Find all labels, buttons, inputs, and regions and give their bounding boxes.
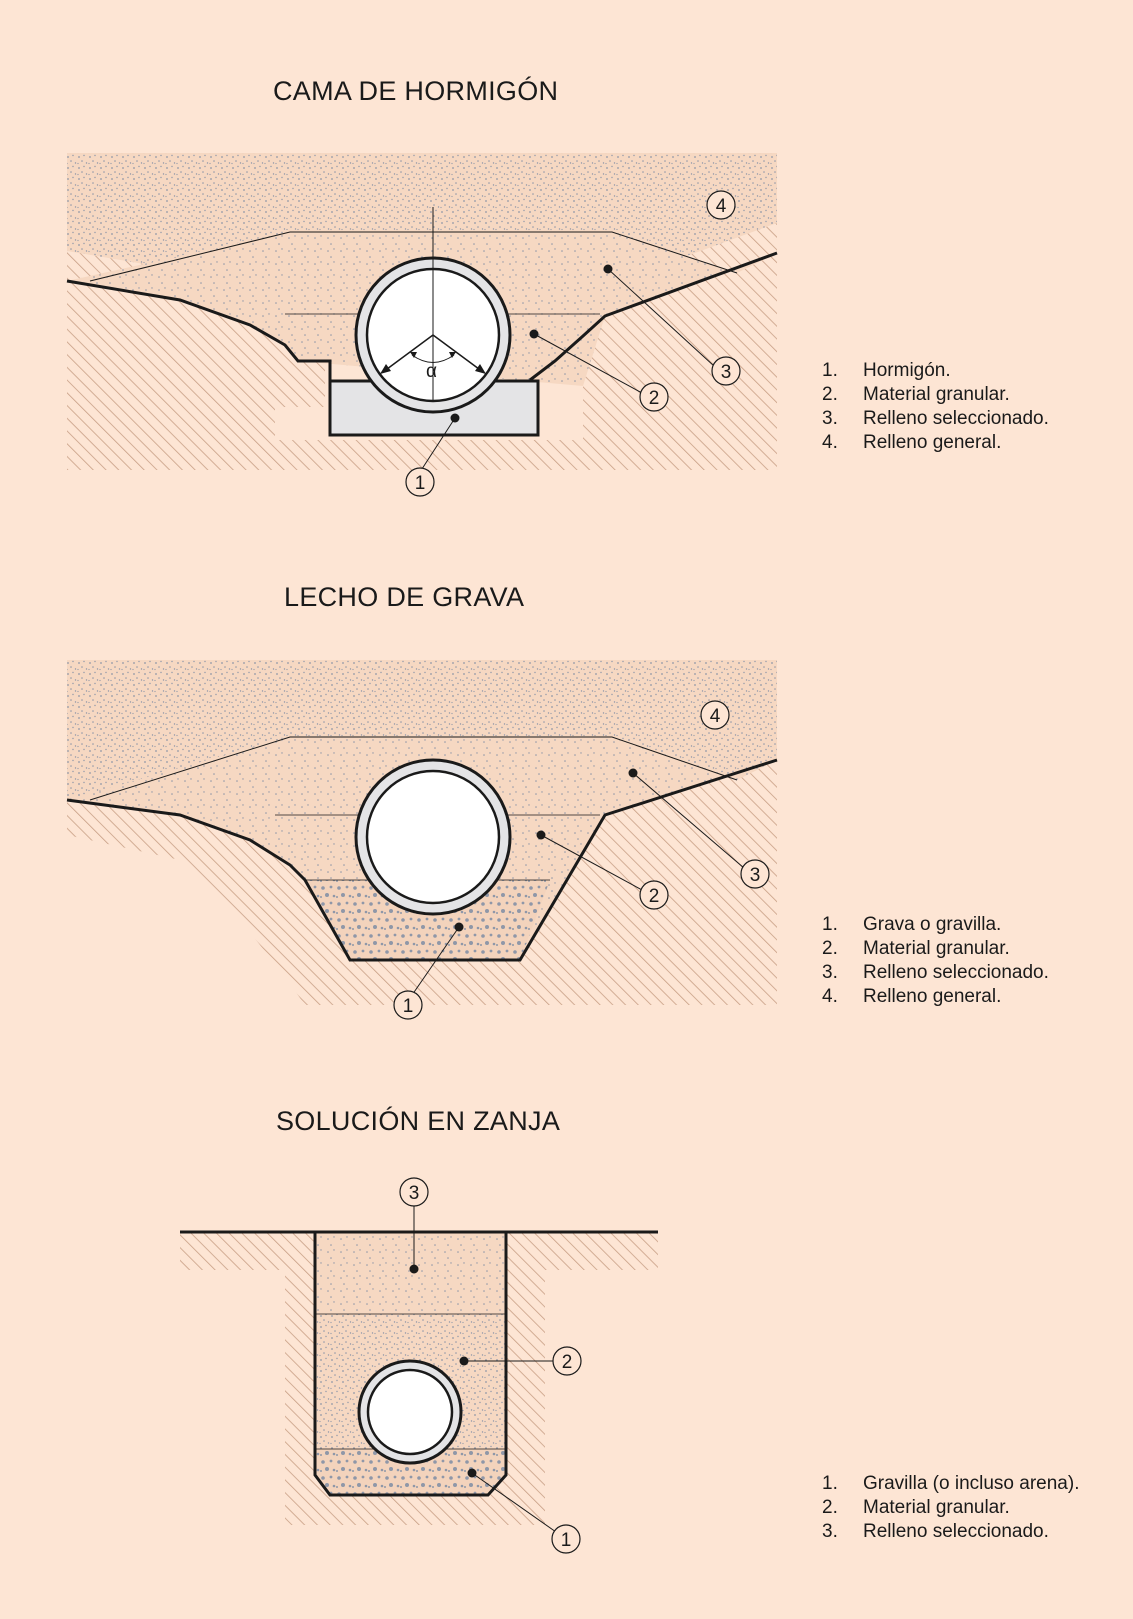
soil-hatch bbox=[180, 1232, 658, 1525]
legend-item: 4.Relleno general. bbox=[822, 986, 1002, 1007]
legend-item: 1.Hormigón. bbox=[822, 360, 951, 381]
legend-item: 2.Material granular. bbox=[822, 1497, 1010, 1518]
callout-1: 1 bbox=[403, 996, 414, 1017]
selected-fill-layer bbox=[315, 1232, 506, 1314]
legend-item: 4.Relleno general. bbox=[822, 432, 1002, 453]
legend-item: 1.Grava o gravilla. bbox=[822, 914, 1002, 935]
callout-1: 1 bbox=[561, 1530, 572, 1551]
legend-gravel-bed: 1.Grava o gravilla. 2.Material granular.… bbox=[822, 913, 1049, 1009]
callout-3: 3 bbox=[721, 362, 732, 383]
callout-2: 2 bbox=[562, 1352, 573, 1373]
gravel-bed bbox=[315, 1449, 506, 1495]
legend-item: 3.Relleno seleccionado. bbox=[822, 408, 1049, 429]
angle-alpha-label: α bbox=[426, 361, 437, 382]
legend-item: 2.Material granular. bbox=[822, 384, 1010, 405]
section-title-concrete-bed: CAMA DE HORMIGÓN bbox=[273, 76, 559, 106]
trench-outline bbox=[66, 251, 778, 382]
callout-2: 2 bbox=[649, 886, 660, 907]
trench-outline bbox=[66, 758, 778, 962]
gravel-bed-diagram: 1 2 3 4 bbox=[66, 660, 778, 1020]
trench-solution-diagram: 3 2 1 bbox=[180, 1177, 658, 1554]
callout-2: 2 bbox=[649, 388, 660, 409]
section-title-gravel-bed: LECHO DE GRAVA bbox=[284, 582, 525, 612]
legend-item: 3.Relleno seleccionado. bbox=[822, 1521, 1049, 1542]
callout-3: 3 bbox=[750, 865, 761, 886]
concrete-bed-diagram: α 1 2 3 4 bbox=[66, 153, 778, 497]
section-title-trench-solution: SOLUCIÓN EN ZANJA bbox=[276, 1106, 561, 1136]
soil-hatch bbox=[67, 223, 777, 470]
callout-3: 3 bbox=[409, 1183, 420, 1204]
legend-concrete-bed: 1.Hormigón. 2.Material granular. 3.Relle… bbox=[822, 359, 1049, 455]
legend-item: 1.Gravilla (o incluso arena). bbox=[822, 1473, 1080, 1494]
legend-item: 3.Relleno seleccionado. bbox=[822, 962, 1049, 983]
trench-outline bbox=[180, 1230, 658, 1497]
legend-trench-solution: 1.Gravilla (o incluso arena). 2.Material… bbox=[822, 1472, 1079, 1544]
legend-item: 2.Material granular. bbox=[822, 938, 1010, 959]
gravel-bed bbox=[305, 880, 550, 960]
callout-4: 4 bbox=[716, 196, 727, 217]
soil-hatch bbox=[67, 760, 777, 1005]
callout-4: 4 bbox=[710, 706, 721, 727]
callout-1: 1 bbox=[415, 473, 426, 494]
